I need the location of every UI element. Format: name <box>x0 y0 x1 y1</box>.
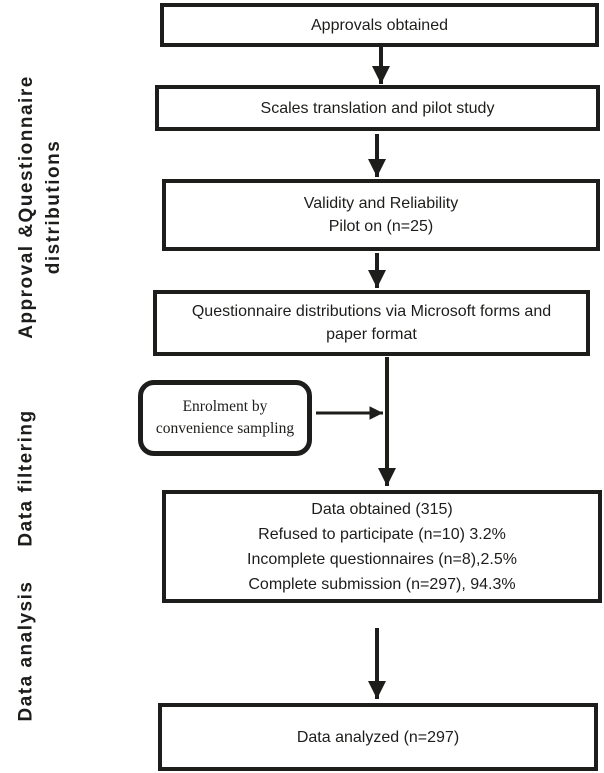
flow-box-text: Scales translation and pilot study <box>260 99 495 117</box>
flow-box-data-analyzed: Data analyzed (n=297) <box>158 703 598 771</box>
phase-label-approval-questionnaire: Approval &Questionnaire distributions <box>13 75 67 339</box>
flow-box-text: Questionnaire distributions via Microsof… <box>191 303 552 320</box>
flow-box-text: Validity and Reliability <box>303 195 459 212</box>
flow-box-scales-translation: Scales translation and pilot study <box>155 85 600 131</box>
flow-box-questionnaire-distribution: Questionnaire distributions via Microsof… <box>153 290 590 356</box>
phase-label-data-filtering: Data filtering <box>13 409 40 546</box>
flow-box-text: Incomplete questionnaires (n=8),2.5% <box>247 550 517 568</box>
flow-box-approvals-obtained: Approvals obtained <box>160 3 599 47</box>
phase-label-line: distributions <box>43 139 64 275</box>
flow-box-text: convenience sampling <box>155 420 295 437</box>
flow-box-text: paper format <box>326 326 417 343</box>
flow-box-text: Data analyzed (n=297) <box>296 728 460 746</box>
phase-label-line: Data filtering <box>15 409 37 547</box>
phase-label-data-analysis: Data analysis <box>13 581 40 722</box>
flow-box-enrolment-sampling: Enrolment by convenience sampling <box>138 380 312 456</box>
flow-box-data-obtained: Data obtained (315) Refused to participa… <box>162 490 602 603</box>
flow-box-text: Pilot on (n=25) <box>328 218 434 235</box>
flow-box-text: Complete submission (n=297), 94.3% <box>248 575 516 593</box>
flow-box-text: Data obtained (315) <box>311 500 453 518</box>
phase-label-line: Data analysis <box>15 580 37 722</box>
phase-label-line: Approval &Questionnaire <box>16 75 37 339</box>
flow-box-text: Refused to participate (n=10) 3.2% <box>258 525 506 543</box>
flow-box-validity-reliability: Validity and Reliability Pilot on (n=25) <box>162 179 600 251</box>
flow-box-text: Approvals obtained <box>311 16 448 34</box>
flow-box-text: Enrolment by <box>182 398 268 415</box>
